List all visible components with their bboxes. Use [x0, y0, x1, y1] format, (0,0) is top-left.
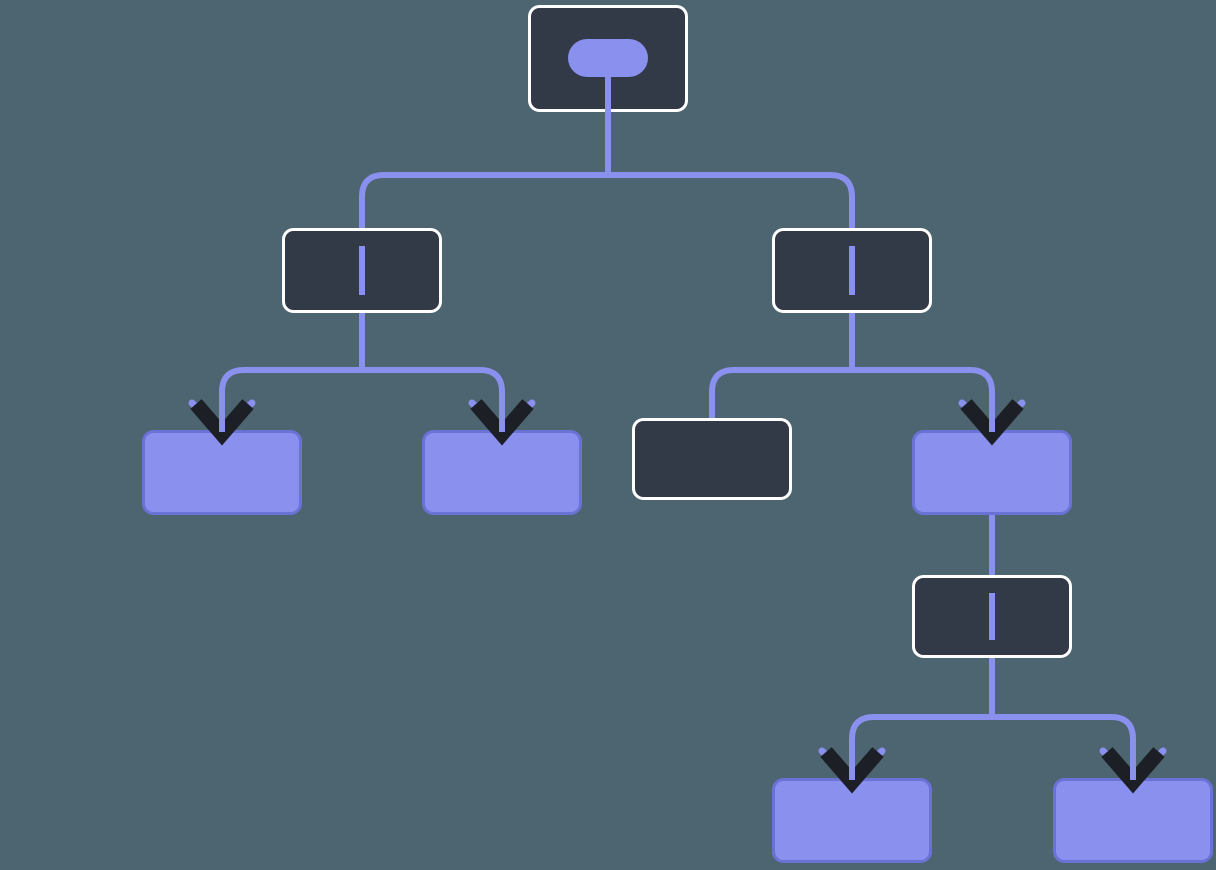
level1-right-node[interactable]	[772, 228, 932, 313]
level1-left-node[interactable]	[282, 228, 442, 313]
level2-dark-leaf[interactable]	[632, 418, 792, 500]
arrowhead-level4-leaf-b	[1099, 744, 1167, 794]
level3-dark-node[interactable]	[912, 575, 1072, 658]
arrowheads-layer	[188, 396, 1167, 794]
edge-level1-left-to-leaf-b	[362, 367, 505, 430]
edge-level3-to-leaf-b	[989, 658, 1136, 778]
edge-level3-to-leaf-a	[849, 658, 995, 778]
edge-level1-left-to-leaf-a	[219, 367, 362, 430]
root-node[interactable]	[528, 5, 688, 113]
edge-root-to-level1-right	[605, 112, 855, 228]
arrowhead-level4-leaf-a-chevron-icon	[820, 747, 884, 794]
nodes-layer	[142, 5, 1213, 863]
edge-level1-right-to-branch	[852, 367, 995, 430]
level2-dark-leaf-body[interactable]	[632, 418, 792, 500]
arrowhead-leaf-b	[468, 396, 536, 446]
arrowhead-leaf-b-chevron-icon	[470, 399, 534, 446]
arrowhead-level4-leaf-a	[818, 744, 886, 794]
arrowhead-leaf-a-chevron-icon	[190, 399, 254, 446]
arrowhead-level4-leaf-b-chevron-icon	[1101, 747, 1165, 794]
arrowhead-branch	[958, 396, 1026, 446]
edge-level1-right-to-dark-leaf	[709, 367, 852, 418]
root-node-pill-icon	[568, 39, 648, 77]
arrowhead-branch-chevron-icon	[960, 399, 1024, 446]
arrowhead-leaf-a	[188, 396, 256, 446]
